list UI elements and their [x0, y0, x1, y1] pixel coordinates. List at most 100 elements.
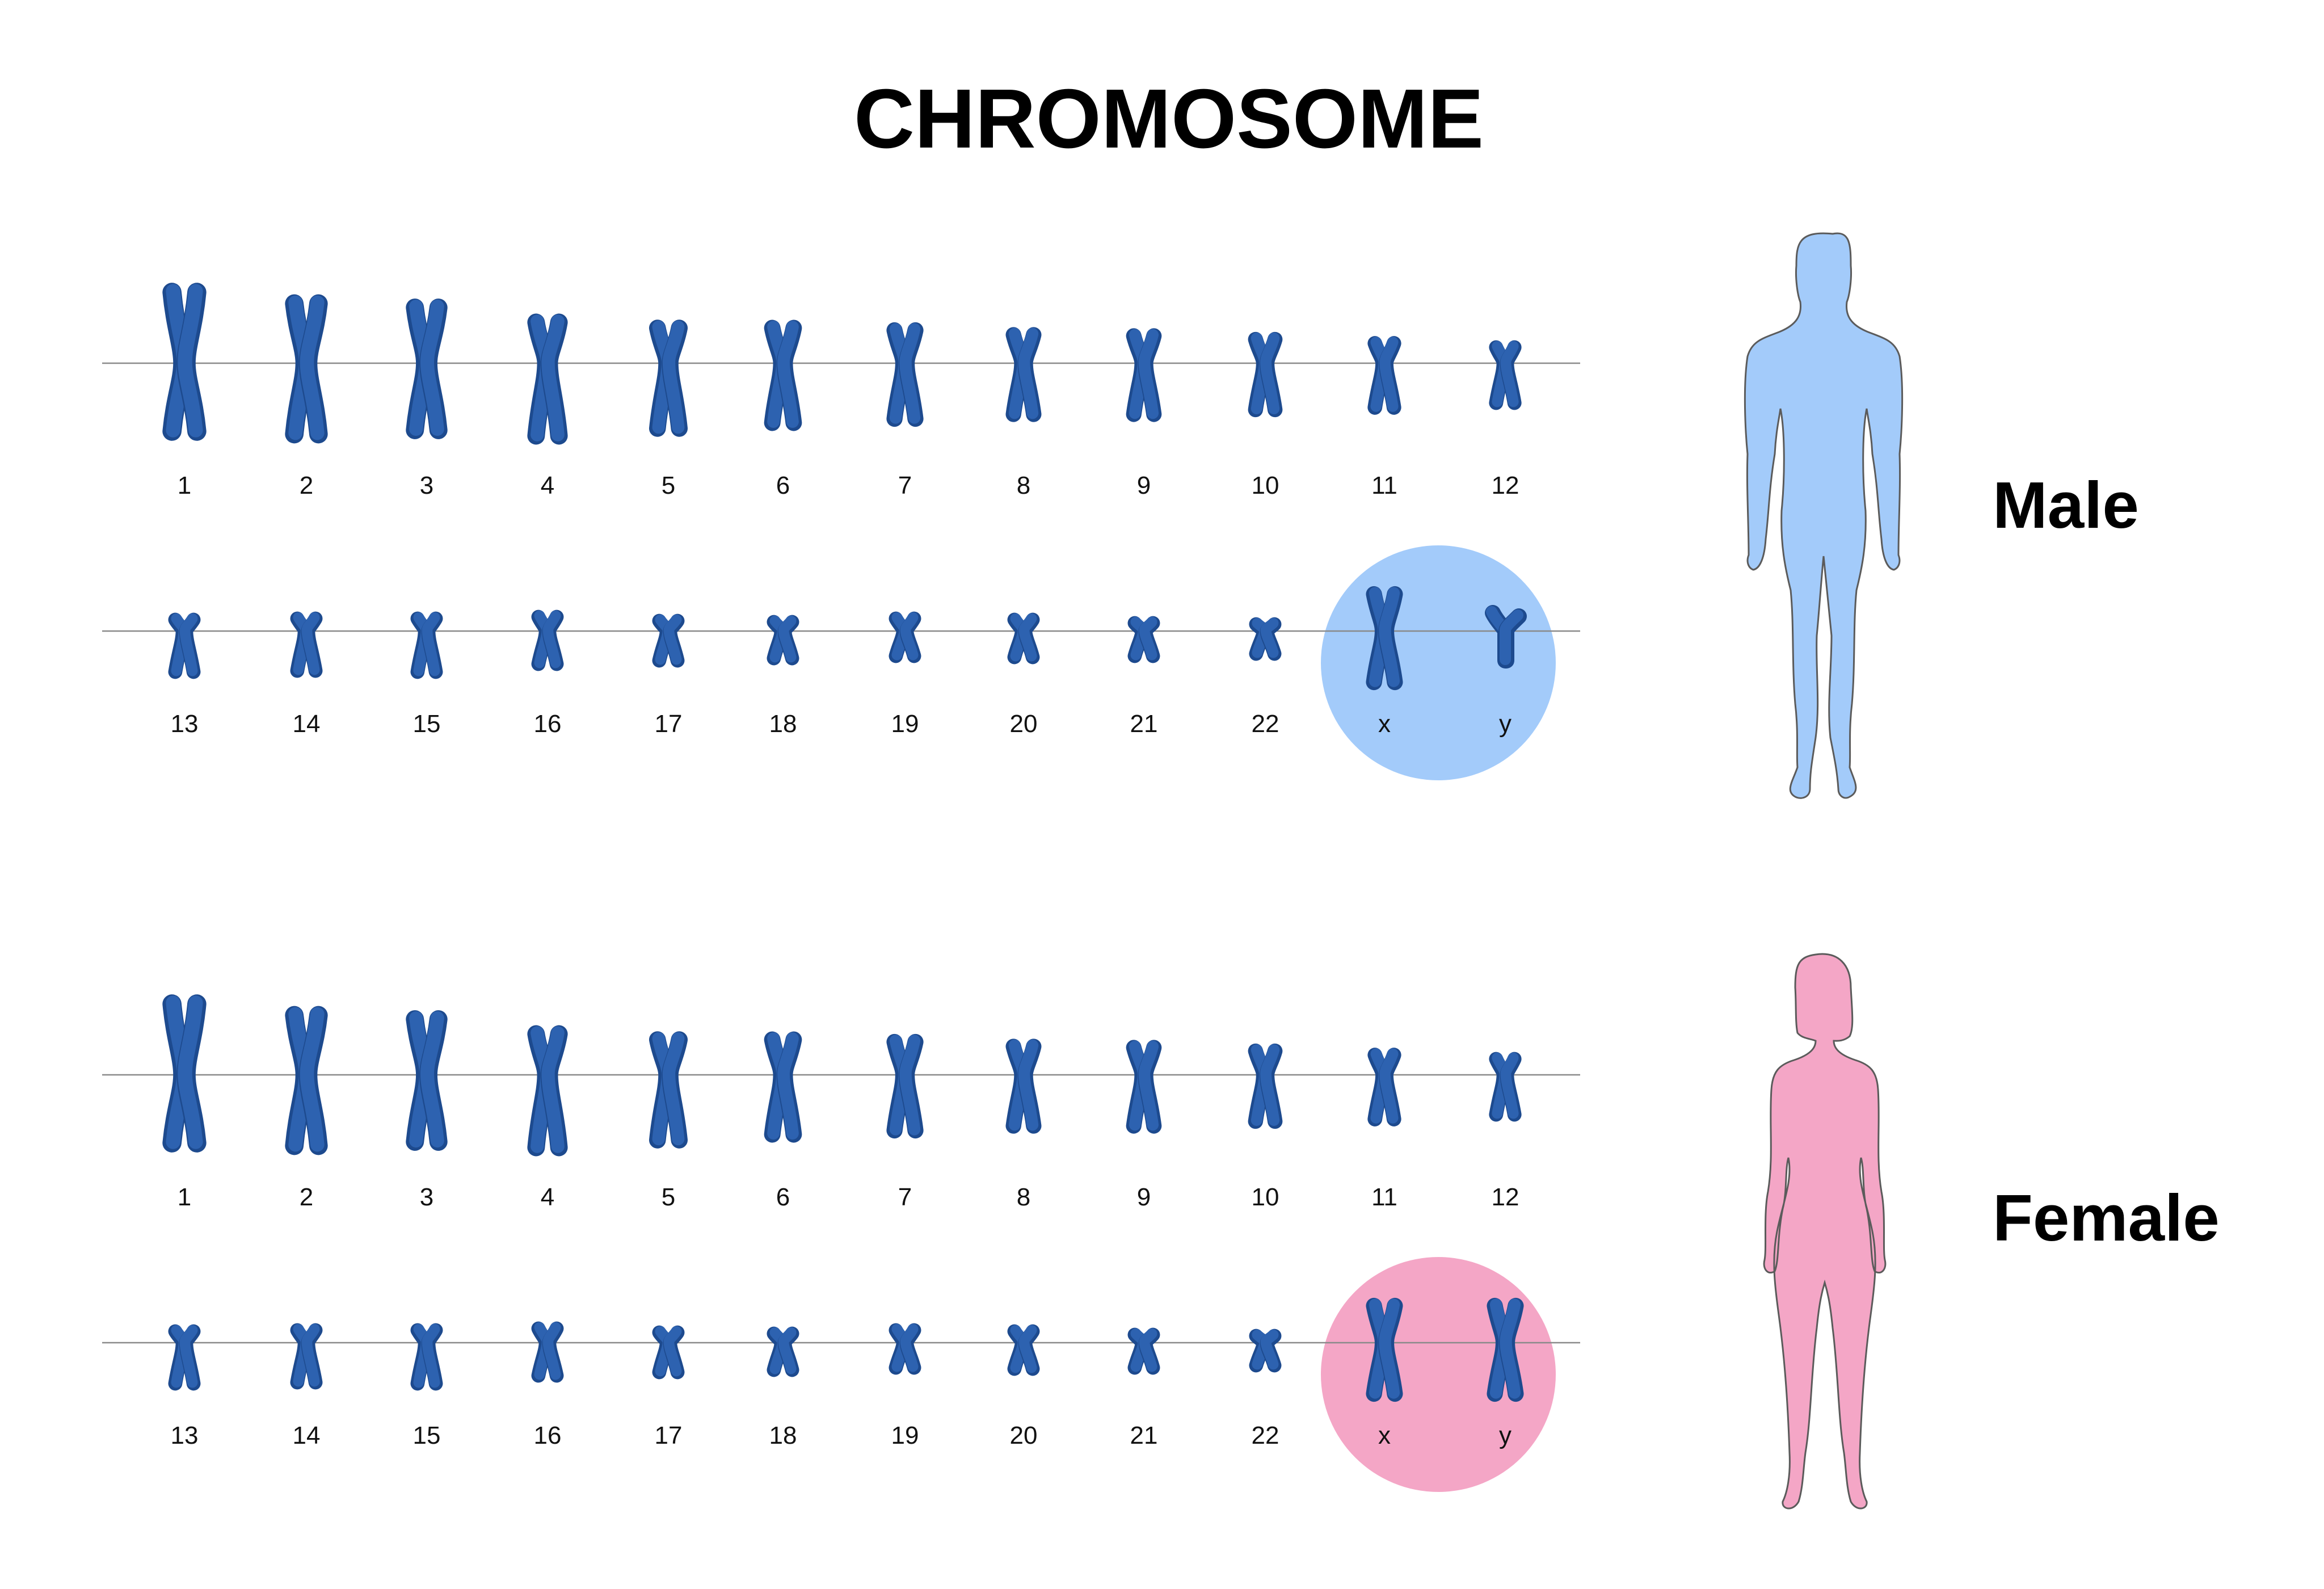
chromatid [1138, 1040, 1159, 1131]
chromosome-14 [290, 611, 323, 678]
chromatid [541, 1026, 565, 1153]
female-silhouette-icon [1763, 953, 1887, 1510]
chromosome-number-label: 22 [1252, 710, 1279, 738]
chromosome-number-label: 9 [1137, 472, 1151, 499]
chromosome-9 [1126, 1040, 1162, 1134]
chromatid [541, 314, 565, 442]
chromosome-19 [889, 611, 921, 663]
chromosome-16 [531, 1321, 564, 1383]
chromosome-number-label: 10 [1252, 1183, 1279, 1211]
chromosome-9 [1126, 328, 1162, 422]
chromosome-number-label: 16 [534, 1422, 562, 1449]
chromatid [179, 613, 198, 676]
chromosome-number-label: 1 [178, 1183, 191, 1211]
chromosome-number-label: 5 [662, 1183, 675, 1211]
chromatid [1379, 1048, 1399, 1124]
chromatid [422, 612, 440, 676]
chromosome-6 [764, 1031, 802, 1143]
chromosome-14 [290, 1323, 323, 1390]
chromatid [900, 1323, 919, 1372]
chromatid [1138, 329, 1159, 419]
chromosome-number-label: y [1499, 710, 1512, 738]
chromatid [300, 1007, 325, 1152]
chromosome-8 [1005, 1039, 1042, 1134]
chromosome-5 [649, 1031, 688, 1149]
chromatid [422, 1323, 440, 1388]
chromatid [1139, 1328, 1157, 1372]
chromosome-number-label: 21 [1130, 710, 1158, 738]
chromosome-number-label: y [1499, 1422, 1512, 1449]
chromosome-number-label: 18 [769, 710, 797, 738]
chromosome-number-label: 15 [413, 1422, 441, 1449]
chromosome-x [1366, 1297, 1403, 1402]
chromosome-22 [1249, 1329, 1282, 1373]
chromosome-number-label: 4 [541, 472, 554, 499]
chromosome-number-label: 9 [1137, 1183, 1151, 1211]
chromatid [178, 995, 203, 1149]
chromosome-3 [406, 299, 448, 439]
chromatid [1500, 340, 1519, 407]
chromatid [1260, 1044, 1280, 1126]
chromatid [179, 1325, 198, 1388]
chromosome-number-label: 16 [534, 710, 562, 738]
chromosome-number-label: 21 [1130, 1422, 1158, 1449]
chromosome-18 [767, 615, 799, 666]
chromatid [1260, 1329, 1279, 1370]
chromosome-number-label: 8 [1017, 472, 1030, 499]
chromosome-4 [527, 1025, 568, 1157]
chromatid [420, 299, 444, 436]
chromosome-number-label: 8 [1017, 1183, 1030, 1211]
chromatid [778, 1327, 797, 1374]
chromosome-12 [1489, 1052, 1522, 1122]
female-label: Female [1993, 1181, 2220, 1255]
chromosome-4 [527, 313, 568, 445]
chromatid [542, 610, 561, 669]
chromatid [1139, 616, 1157, 661]
chromatid [420, 1011, 444, 1148]
chromosome-x [1487, 1297, 1524, 1402]
chromatid [178, 284, 203, 438]
chromosome-number-label: 11 [1371, 1183, 1397, 1211]
chromosome-number-label: 2 [300, 1183, 313, 1211]
chromosome-number-label: 6 [776, 1183, 790, 1211]
chromatid [1018, 327, 1039, 419]
chromosome-number-label: 2 [300, 472, 313, 499]
chromosome-2 [285, 1006, 328, 1155]
chromosome-number-label: 19 [891, 710, 919, 738]
chromosome-number-label: 3 [420, 472, 433, 499]
chromatid [899, 323, 921, 424]
chromosome-10 [1248, 331, 1283, 418]
chromosome-18 [767, 1326, 799, 1377]
chromosome-number-label: 17 [655, 710, 683, 738]
chromosome-number-label: 1 [178, 472, 191, 499]
male-label: Male [1993, 468, 2139, 542]
chromosome-11 [1367, 1048, 1401, 1126]
chromatid [778, 615, 797, 663]
chromosome-number-label: 13 [171, 710, 199, 738]
chromatid [899, 1035, 921, 1136]
chromosome-11 [1367, 336, 1401, 415]
chromosome-17 [652, 1325, 685, 1380]
chromatid [300, 295, 325, 440]
chromosome-number-label: 15 [413, 710, 441, 738]
chromosome-number-label: 14 [293, 1422, 321, 1449]
chromatid [1379, 587, 1400, 687]
chromosome-8 [1005, 327, 1042, 422]
chromosome-number-label: 22 [1252, 1422, 1279, 1449]
chromosome-number-label: 20 [1010, 1422, 1038, 1449]
chromatid [662, 320, 685, 434]
chromatid [1018, 613, 1037, 662]
chromosome-number-label: 11 [1371, 472, 1397, 499]
chromosome-13 [168, 1324, 201, 1391]
chromosome-number-label: 17 [655, 1422, 683, 1449]
chromosome-number-label: 6 [776, 472, 790, 499]
chromatid [301, 612, 320, 675]
chromosome-3 [406, 1010, 448, 1151]
chromosome-number-label: 19 [891, 1422, 919, 1449]
